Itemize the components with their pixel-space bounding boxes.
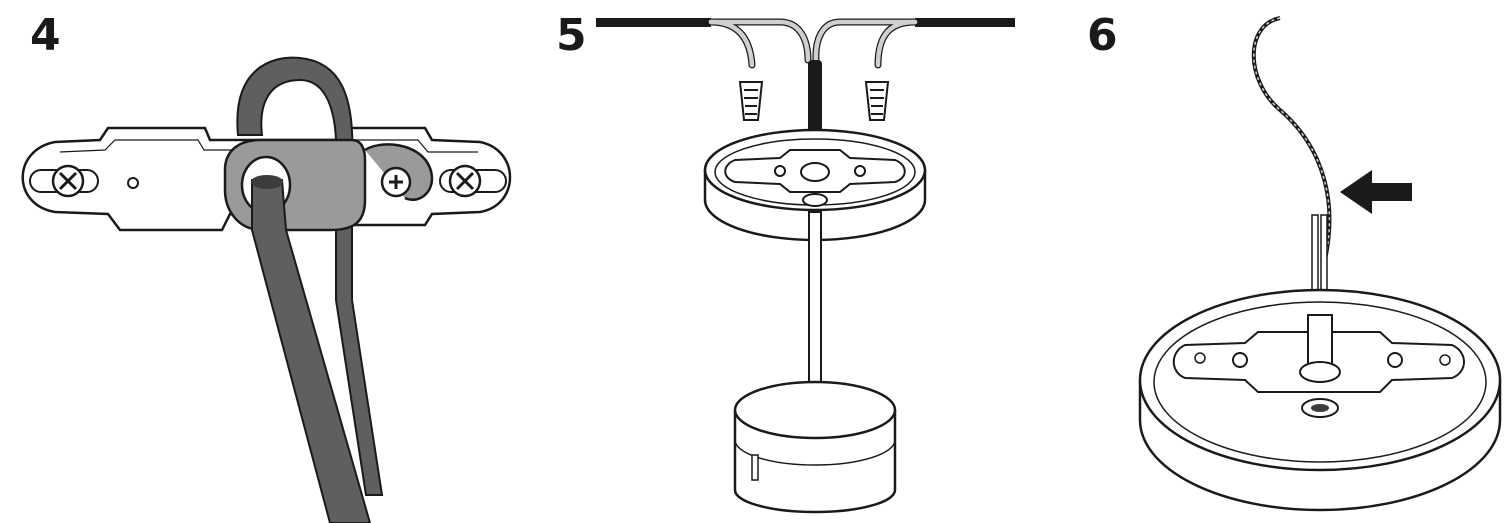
- step-number-4: 4: [30, 10, 61, 61]
- wire-nut-icon: [738, 81, 764, 121]
- step-number-5: 5: [556, 10, 587, 61]
- supply-cable-left: [596, 18, 711, 27]
- step-6-illustration: [1138, 16, 1502, 512]
- screw-icon: [448, 164, 482, 198]
- pendant-shade: [733, 380, 897, 514]
- wire-nut-icon: [864, 81, 890, 121]
- ground-wire: [1251, 16, 1332, 301]
- step-5-illustration: [596, 18, 1015, 514]
- screw-icon: [51, 164, 85, 198]
- step-4-illustration: [21, 56, 512, 523]
- step-number-6: 6: [1087, 10, 1118, 61]
- arrow-left-icon: [1340, 170, 1412, 214]
- screw-icon: [380, 166, 412, 198]
- supply-cable-right: [915, 18, 1015, 27]
